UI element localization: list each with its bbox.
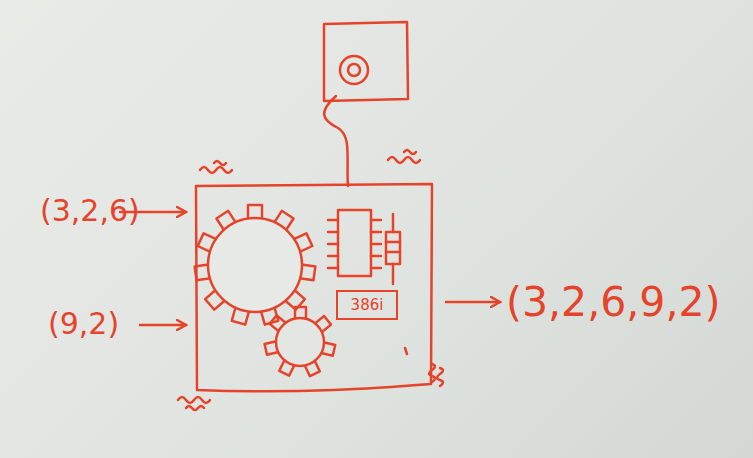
chip-body: [338, 210, 371, 276]
big-gear: [195, 205, 316, 325]
motion-lines: [388, 150, 420, 163]
chip-pins: [328, 220, 381, 268]
output-arrow: [446, 301, 500, 304]
small-gear: [265, 307, 336, 376]
button-center: [348, 64, 360, 76]
gear-body: [208, 218, 302, 312]
input-tuple: (9,2): [48, 309, 119, 339]
resistor-bands: [386, 242, 400, 252]
model-label: 386i: [351, 298, 384, 313]
gear-body: [276, 318, 324, 366]
label-plate: 386i: [336, 290, 398, 320]
resistor-leads: [392, 214, 395, 284]
resistor-symbol: [386, 232, 400, 264]
motion-lines: [200, 161, 232, 173]
button-box: [324, 22, 408, 101]
input-arrow: [140, 324, 186, 327]
marker-dot: [405, 348, 407, 354]
drawing: [120, 22, 500, 410]
motion-lines: [178, 397, 210, 410]
input-tuple: (3,2,6): [40, 196, 140, 226]
machine-box: [196, 184, 432, 391]
wire: [324, 96, 348, 186]
motion-lines: [429, 364, 443, 386]
button-ring: [340, 56, 368, 84]
output-tuple: (3,2,6,9,2): [506, 282, 721, 323]
